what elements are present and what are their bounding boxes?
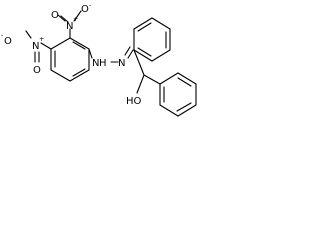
nitro-top-plus-charge: + bbox=[73, 15, 78, 23]
nitro-left-plus-charge: + bbox=[39, 35, 44, 43]
hydrazone-nh-h: H bbox=[99, 58, 107, 69]
nitro-left-o-minus: O bbox=[4, 36, 12, 47]
hydrazone-nh-n: N bbox=[92, 58, 99, 69]
nitro-group-left: O - N + O bbox=[1, 30, 52, 76]
phenyl-ring-bottom bbox=[159, 72, 197, 117]
nitro-top-o-minus: O bbox=[81, 4, 89, 15]
nitro-left-o: O bbox=[33, 65, 41, 76]
nitro-top-minus-charge: - bbox=[89, 1, 92, 9]
phenyl-ring-top bbox=[133, 17, 171, 62]
hydrazone-linkage: N H N bbox=[88, 46, 134, 69]
nitro-left-minus-charge: - bbox=[1, 31, 4, 39]
alkyl-backbone: HO bbox=[126, 49, 161, 107]
dinitrophenyl-ring bbox=[50, 37, 90, 82]
nitro-top-o: O bbox=[51, 10, 59, 21]
hydrazone-n: N bbox=[118, 58, 125, 69]
nitro-top-n: N bbox=[66, 21, 73, 32]
nitro-group-top: O - N + O bbox=[51, 1, 92, 39]
chemical-structure: O - N + O O - N + O N H N HO bbox=[1, 1, 197, 117]
hydroxyl-label: HO bbox=[126, 96, 142, 107]
nitro-left-n: N bbox=[32, 41, 39, 52]
